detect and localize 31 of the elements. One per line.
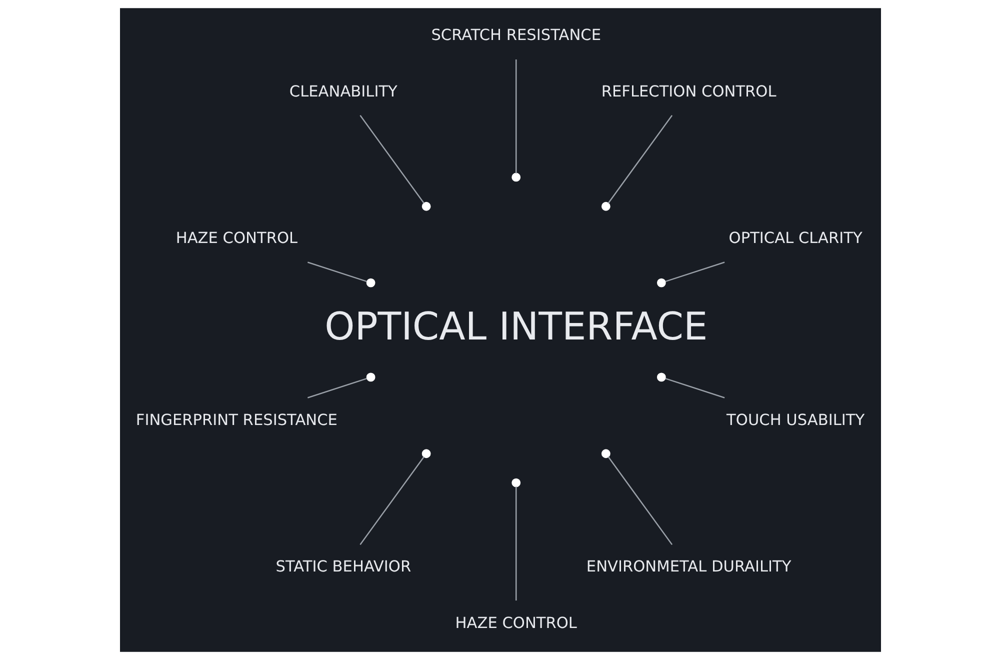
connector <box>607 456 672 545</box>
connector <box>514 486 516 601</box>
node-text: FINGERPRINT RESISTANCE <box>135 410 337 429</box>
node-circle <box>511 478 520 488</box>
connector <box>664 262 724 282</box>
node-text: HAZE CONTROL <box>175 229 298 248</box>
connector <box>514 59 516 174</box>
node-circle <box>366 372 375 382</box>
connector <box>359 115 424 204</box>
node-circle <box>600 449 610 458</box>
node-text: OPTICAL CLARITY <box>728 229 862 248</box>
connector <box>306 262 366 282</box>
node-circle <box>511 172 520 182</box>
node-text: CLEANABILITY <box>288 82 397 100</box>
node-circle <box>656 372 666 382</box>
node-circle <box>656 278 666 288</box>
node-text: TOUCH USABILITY <box>726 410 864 429</box>
node-circle <box>421 449 430 458</box>
connector <box>664 378 724 398</box>
node-text: ENVIRONMETAL DURAILITY <box>586 558 791 576</box>
node-text: REFLECTION CONTROL <box>600 82 776 100</box>
node-text: OPTICAL INTERFACE <box>324 304 708 350</box>
node-text: SCRATCH RESISTANCE <box>430 26 601 44</box>
connector <box>607 115 672 204</box>
connector <box>306 378 366 398</box>
node-circle <box>366 278 375 288</box>
node-text: HAZE CONTROL <box>454 614 576 632</box>
node-circle <box>600 202 610 211</box>
node-circle <box>421 202 430 211</box>
connector <box>359 456 424 545</box>
node-text: STATIC BEHAVIOR <box>275 558 411 576</box>
